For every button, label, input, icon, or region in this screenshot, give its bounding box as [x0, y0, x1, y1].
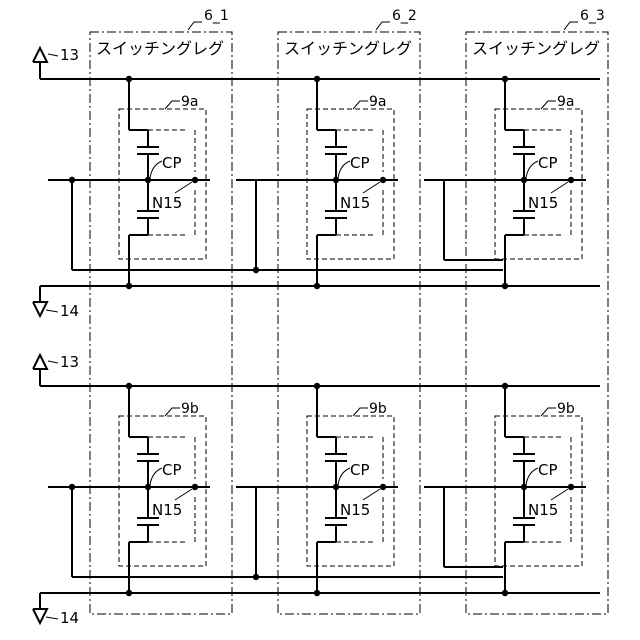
switching-module-boundary [495, 109, 582, 259]
junction-dot [69, 484, 75, 490]
node-dot [568, 177, 574, 183]
leader-line [338, 468, 350, 485]
leader-line [150, 468, 162, 485]
terminal-label-bottom: 14 [60, 302, 79, 320]
leader-line [551, 489, 568, 500]
node-dot [192, 484, 198, 490]
leader-line [526, 161, 538, 178]
junction-dot [126, 283, 132, 289]
leader-line [564, 22, 578, 30]
terminal-label-top: 13 [60, 46, 79, 64]
leader-line [48, 361, 58, 363]
leader-line [541, 101, 556, 109]
node-label: N15 [528, 501, 558, 519]
junction-dot [314, 283, 320, 289]
switching-leg-boundary [278, 32, 420, 614]
switching-leg-id: 6_3 [580, 8, 605, 24]
terminal-label-bottom: 14 [60, 609, 79, 627]
node-dot [568, 484, 574, 490]
capacitor-label: CP [538, 461, 558, 479]
capacitor-label: CP [162, 461, 182, 479]
node-label: N15 [152, 194, 182, 212]
leader-line [353, 408, 368, 416]
node-label: N15 [340, 501, 370, 519]
switching-leg-label: スイッチングレグ [96, 39, 224, 58]
leader-line [48, 54, 58, 56]
switching-module-boundary [307, 416, 394, 566]
leader-line [551, 182, 568, 193]
leader-line [526, 468, 538, 485]
node-dot [380, 484, 386, 490]
leader-line [188, 22, 202, 30]
switching-module-boundary [495, 416, 582, 566]
leader-line [363, 489, 380, 500]
junction-dot [502, 590, 508, 596]
node-dot [380, 177, 386, 183]
switching-module-label: 9a [369, 94, 387, 110]
node-label: N15 [152, 501, 182, 519]
leader-line [165, 101, 180, 109]
junction-dot [314, 590, 320, 596]
switching-module-boundary [119, 109, 206, 259]
switching-leg-boundary [466, 32, 608, 614]
switching-module-boundary [307, 109, 394, 259]
leader-line [338, 161, 350, 178]
leader-line [46, 310, 58, 312]
switching-module-label: 9a [557, 94, 575, 110]
switching-leg-id: 6_1 [204, 8, 229, 24]
terminal-arrow-down [33, 609, 47, 623]
junction-dot [502, 283, 508, 289]
leader-line [376, 22, 390, 30]
terminal-arrow-up [33, 48, 47, 62]
leader-line [175, 182, 192, 193]
node-label: N15 [340, 194, 370, 212]
terminal-arrow-down [33, 302, 47, 316]
switching-leg-label: スイッチングレグ [284, 39, 412, 58]
switching-leg-boundary [90, 32, 232, 614]
capacitor-label: CP [350, 461, 370, 479]
leader-line [363, 182, 380, 193]
capacitor-label: CP [538, 154, 558, 172]
leader-line [46, 617, 58, 619]
junction-dot [69, 177, 75, 183]
junction-dot [126, 590, 132, 596]
leader-line [165, 408, 180, 416]
switching-module-label: 9b [181, 401, 199, 417]
switching-module-label: 9b [557, 401, 575, 417]
terminal-arrow-up [33, 355, 47, 369]
leader-line [353, 101, 368, 109]
switching-leg-id: 6_2 [392, 8, 417, 24]
terminal-label-top: 13 [60, 353, 79, 371]
switching-module-boundary [119, 416, 206, 566]
node-label: N15 [528, 194, 558, 212]
switching-module-label: 9a [181, 94, 199, 110]
leader-line [175, 489, 192, 500]
node-dot [192, 177, 198, 183]
capacitor-label: CP [350, 154, 370, 172]
leader-line [150, 161, 162, 178]
switching-leg-label: スイッチングレグ [472, 39, 600, 58]
leader-line [541, 408, 556, 416]
capacitor-label: CP [162, 154, 182, 172]
switching-module-label: 9b [369, 401, 387, 417]
